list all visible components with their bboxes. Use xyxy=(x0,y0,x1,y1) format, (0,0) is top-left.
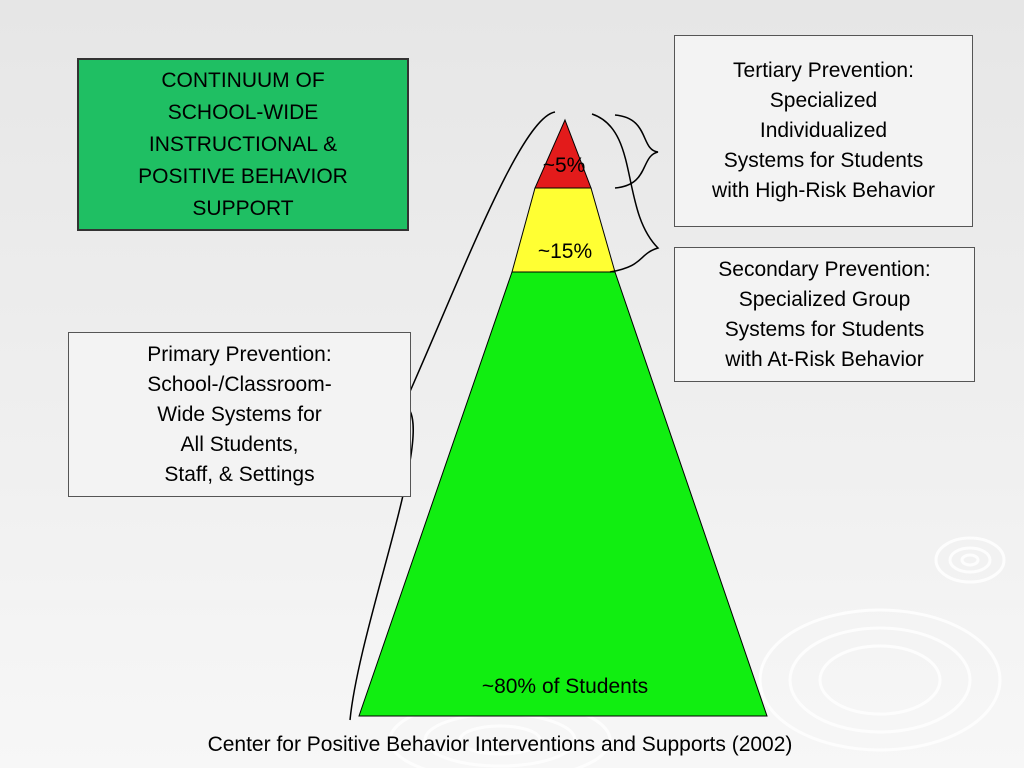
bracket-primary xyxy=(349,404,414,721)
bracket-secondary xyxy=(591,113,660,273)
bracket-tertiary xyxy=(614,114,659,189)
tertiary-prevention-box: Tertiary Prevention: Specialized Individ… xyxy=(674,35,973,227)
primary-prevention-box: Primary Prevention: School-/Classroom- W… xyxy=(68,332,411,497)
secondary-prevention-box: Secondary Prevention: Specialized Group … xyxy=(674,247,975,382)
pyramid-tier-tertiary xyxy=(534,118,592,189)
bracket-outer-arc xyxy=(403,111,556,406)
tier-label-primary: ~80% of Students xyxy=(481,675,649,698)
citation: Center for Positive Behavior Interventio… xyxy=(207,733,793,756)
title-box: CONTINUUM OF SCHOOL-WIDE INSTRUCTIONAL &… xyxy=(77,58,409,231)
tier-label-secondary: ~15% xyxy=(537,240,593,263)
tier-label-tertiary: ~5% xyxy=(542,154,586,177)
